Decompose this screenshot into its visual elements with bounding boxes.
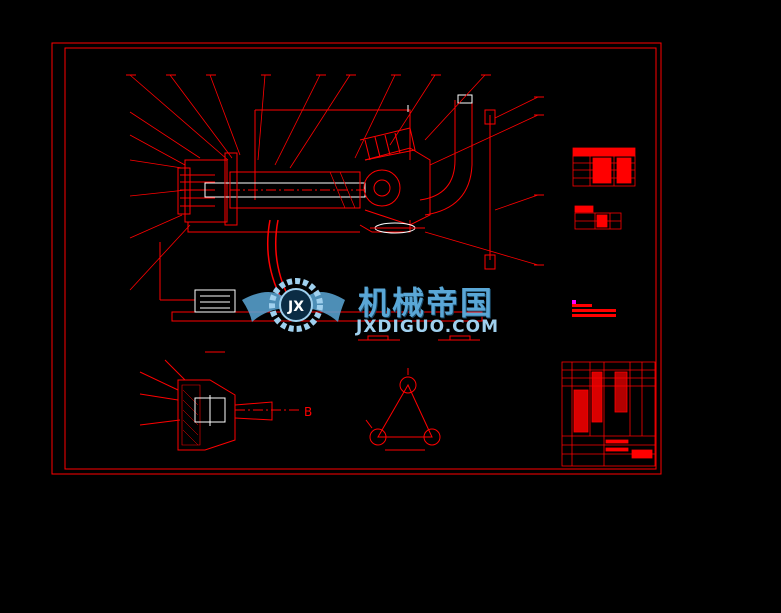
jx-logo: JX [242,278,345,332]
main-assembly-view [159,94,496,341]
inner-border [64,47,657,470]
parts-table-2 [574,205,622,230]
notes-block [572,300,616,317]
view-b-label: B [304,405,312,419]
balloon-ticks [126,74,544,266]
parts-table-1 [572,147,636,187]
leader-lines [129,74,539,291]
triangle-section-view [365,368,441,451]
jx-logo-text: JX [287,299,304,315]
watermark-cn-text: 机械帝国 [358,284,495,322]
outer-border [51,42,662,475]
watermark-en-text: JXDIGUO.COM [356,317,500,337]
detail-view-b [139,351,300,451]
title-block [561,361,656,467]
